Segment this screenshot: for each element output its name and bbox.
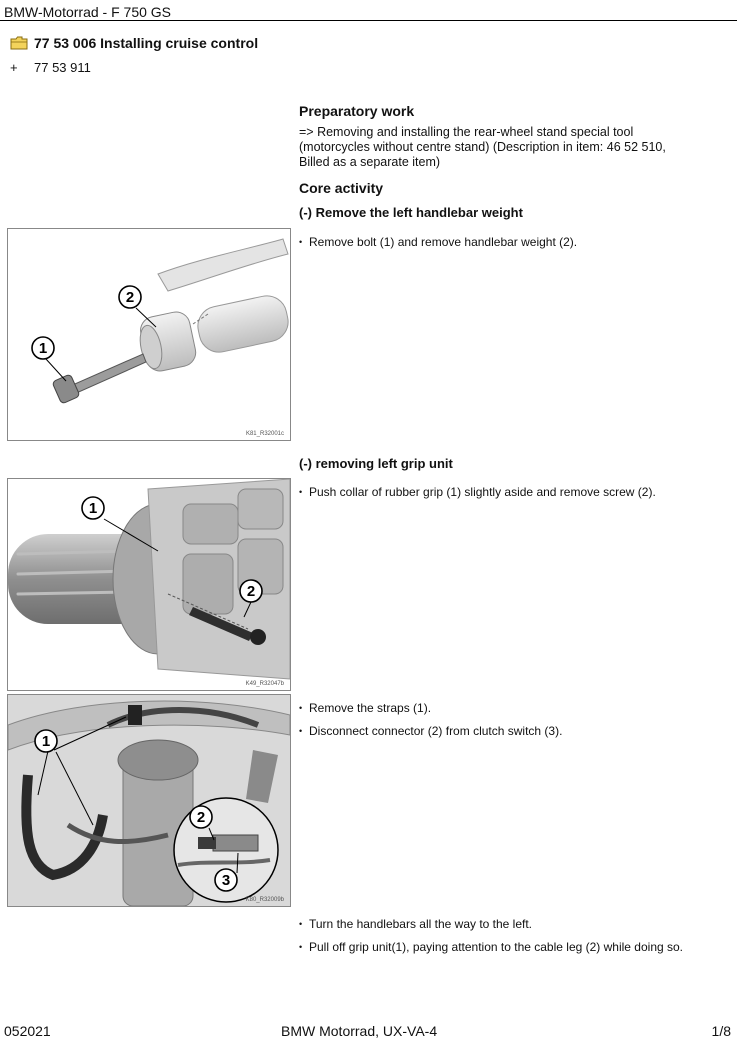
bullet: •: [299, 487, 303, 497]
callout-circle: [31, 336, 55, 360]
figure-grip-unit: 1 2 K49_R32047b: [7, 478, 291, 691]
callout-label: 3: [222, 872, 230, 889]
callout-label: 2: [247, 583, 255, 600]
document-title: 77 53 006 Installing cruise control: [34, 35, 259, 51]
folder-icon: [10, 36, 28, 50]
section-2-heading: (-) removing left grip unit: [299, 456, 453, 471]
step-text: Disconnect connector (2) from clutch swi…: [309, 724, 563, 738]
callout-label: 2: [197, 809, 205, 826]
preparatory-heading: Preparatory work: [299, 103, 415, 119]
footer-page: 1/8: [711, 1023, 731, 1039]
callout-circle: [118, 285, 142, 309]
header-divider: [0, 20, 737, 21]
callout-label: 2: [126, 289, 134, 306]
header-title: BMW-Motorrad - F 750 GS: [4, 4, 172, 20]
step-text: Remove bolt (1) and remove handlebar wei…: [309, 235, 578, 249]
callout-circle: [214, 868, 238, 892]
preparatory-line-2: (motorcycles without centre stand) (Desc…: [299, 140, 666, 154]
callout-label: 1: [89, 500, 97, 517]
callout-circle: [189, 805, 213, 829]
core-activity-heading: Core activity: [299, 180, 384, 196]
bullet: •: [299, 237, 303, 247]
step-item: • Remove bolt (1) and remove handlebar w…: [299, 235, 577, 249]
bullet: •: [299, 942, 303, 952]
callout-circle: [81, 496, 105, 520]
callout-circle: [239, 579, 263, 603]
plus-marker: +: [10, 60, 18, 75]
footer-center: BMW Motorrad, UX-VA-4: [281, 1023, 438, 1039]
document-title-row: 77 53 006 Installing cruise control: [10, 35, 258, 51]
callout-label: 1: [42, 733, 50, 750]
figure-straps-connector: 1 2 3 K80_R32009b: [7, 694, 291, 907]
step-text: Pull off grip unit(1), paying attention …: [309, 940, 684, 954]
step-item: • Remove the straps (1).: [299, 701, 431, 715]
part-number: 77 53 911: [34, 60, 91, 75]
step-item: • Turn the handlebars all the way to the…: [299, 917, 532, 931]
step-text: Turn the handlebars all the way to the l…: [309, 917, 533, 931]
bullet: •: [299, 919, 303, 929]
preparatory-line-3: Billed as a separate item): [299, 155, 441, 169]
step-item: • Disconnect connector (2) from clutch s…: [299, 724, 562, 738]
part-row: + 77 53 911: [10, 60, 91, 75]
figure-handlebar-weight: 1 2 K81_R32001c: [7, 228, 291, 441]
figure-ref: K80_R32009b: [246, 897, 285, 903]
figure-ref: K49_R32047b: [246, 681, 285, 687]
callout-label: 1: [39, 340, 47, 357]
figure-ref: K81_R32001c: [246, 431, 284, 437]
step-text: Push collar of rubber grip (1) slightly …: [309, 485, 656, 499]
footer-date: 052021: [4, 1023, 51, 1039]
callout-circle: [34, 729, 58, 753]
bullet: •: [299, 726, 303, 736]
step-item: • Push collar of rubber grip (1) slightl…: [299, 485, 656, 499]
bullet: •: [299, 703, 303, 713]
step-item: • Pull off grip unit(1), paying attentio…: [299, 940, 683, 954]
preparatory-line-1: => Removing and installing the rear-whee…: [299, 125, 634, 139]
section-1-heading: (-) Remove the left handlebar weight: [299, 205, 523, 220]
step-text: Remove the straps (1).: [309, 701, 432, 715]
